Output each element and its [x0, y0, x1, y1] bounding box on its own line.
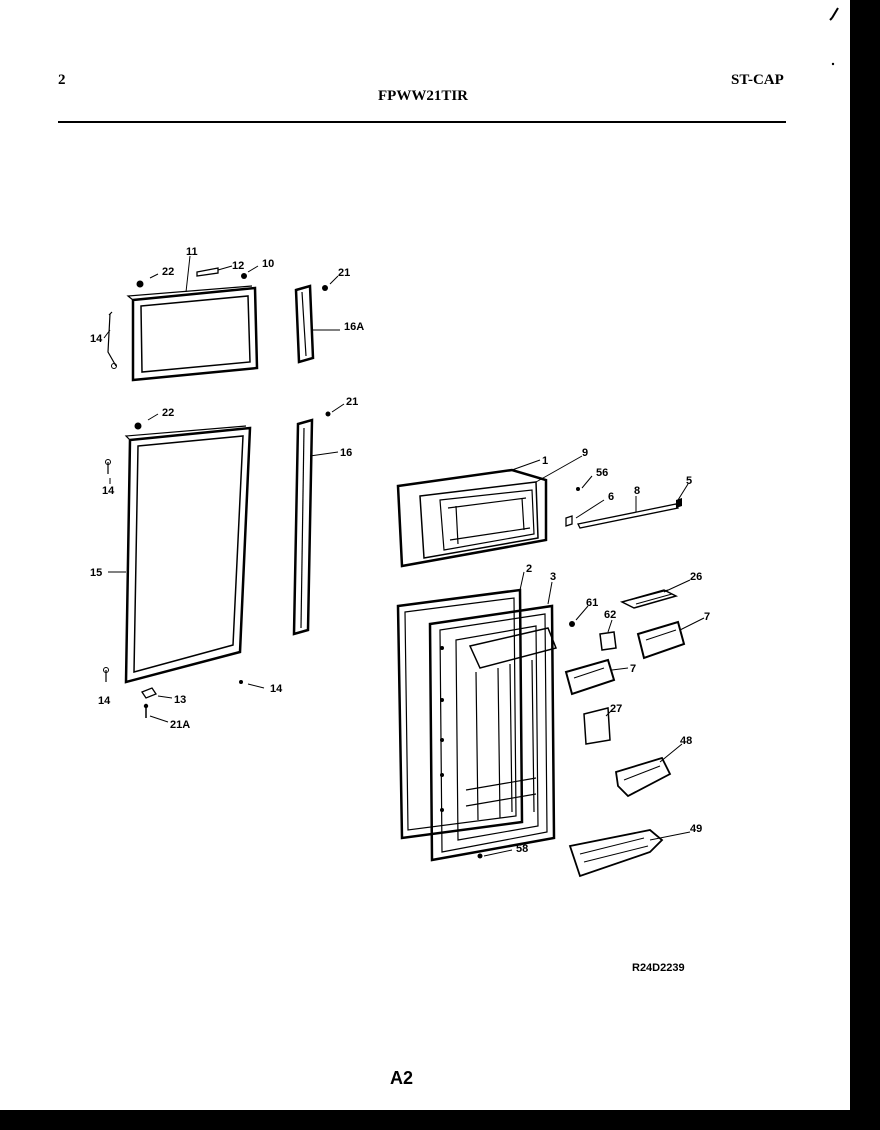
callout-10: 10 [262, 258, 274, 270]
callout-3: 3 [550, 571, 556, 583]
fresh-food-breaker-strip [292, 418, 314, 636]
footer-page-label: A2 [390, 1068, 414, 1088]
callout-21a: 21 [338, 267, 350, 279]
callout-22b: 22 [162, 407, 174, 419]
part-7-upper [636, 620, 686, 660]
page-number: 2 [58, 72, 66, 88]
part-49 [568, 829, 664, 878]
callout-8: 8 [634, 485, 640, 497]
callout-16A: 16A [344, 321, 364, 333]
callout-21b: 21 [346, 396, 358, 408]
callout-5: 5 [686, 475, 692, 487]
leader-lines [103, 255, 705, 857]
part-48 [614, 756, 672, 798]
callout-16: 16 [340, 447, 352, 459]
freezer-door-liner [126, 285, 259, 382]
part-27 [583, 707, 611, 745]
freezer-breaker-strip [294, 284, 315, 364]
exploded-parts-drawing: 11 12 10 22 21 14 16A 22 21 14 16 15 13 … [58, 7, 839, 974]
freezer-door-assembly [396, 468, 548, 568]
corner-mark [829, 7, 839, 21]
callout-7b: 7 [630, 663, 636, 675]
speck [831, 62, 835, 66]
callout-48: 48 [680, 735, 692, 747]
parts-diagram-sheet: 2 FPWW21TIR ST-CAP [0, 0, 850, 1110]
part-62 [599, 631, 617, 651]
callout-15: 15 [90, 567, 102, 579]
callout-9: 9 [582, 447, 588, 459]
callout-11: 11 [186, 246, 198, 258]
callout-14d: 14 [98, 695, 111, 707]
drawing-code: R24D2239 [632, 962, 685, 974]
fresh-food-door-assembly [396, 588, 558, 862]
callout-7a: 7 [704, 611, 710, 623]
category-code: ST-CAP [731, 72, 784, 88]
callout-1: 1 [542, 455, 548, 467]
callout-22a: 22 [162, 266, 174, 278]
callout-6: 6 [608, 491, 614, 503]
callout-14a: 14 [90, 333, 103, 345]
callout-56: 56 [596, 467, 608, 479]
callout-14c: 14 [270, 683, 283, 695]
callout-26: 26 [690, 571, 702, 583]
callout-2: 2 [526, 563, 532, 575]
model-number: FPWW21TIR [378, 88, 468, 104]
part-26 [619, 589, 679, 609]
callout-21A: 21A [170, 719, 190, 731]
fresh-food-door-gasket [124, 425, 252, 684]
callout-61: 61 [586, 597, 598, 609]
part-7-lower [564, 658, 616, 696]
callout-14b: 14 [102, 485, 115, 497]
callout-12: 12 [232, 260, 244, 272]
callout-62: 62 [604, 609, 616, 621]
callout-13: 13 [174, 694, 186, 706]
callout-49: 49 [690, 823, 702, 835]
callout-27: 27 [610, 703, 622, 715]
callout-labels: 11 12 10 22 21 14 16A 22 21 14 16 15 13 … [90, 246, 710, 855]
callout-58: 58 [516, 843, 528, 855]
